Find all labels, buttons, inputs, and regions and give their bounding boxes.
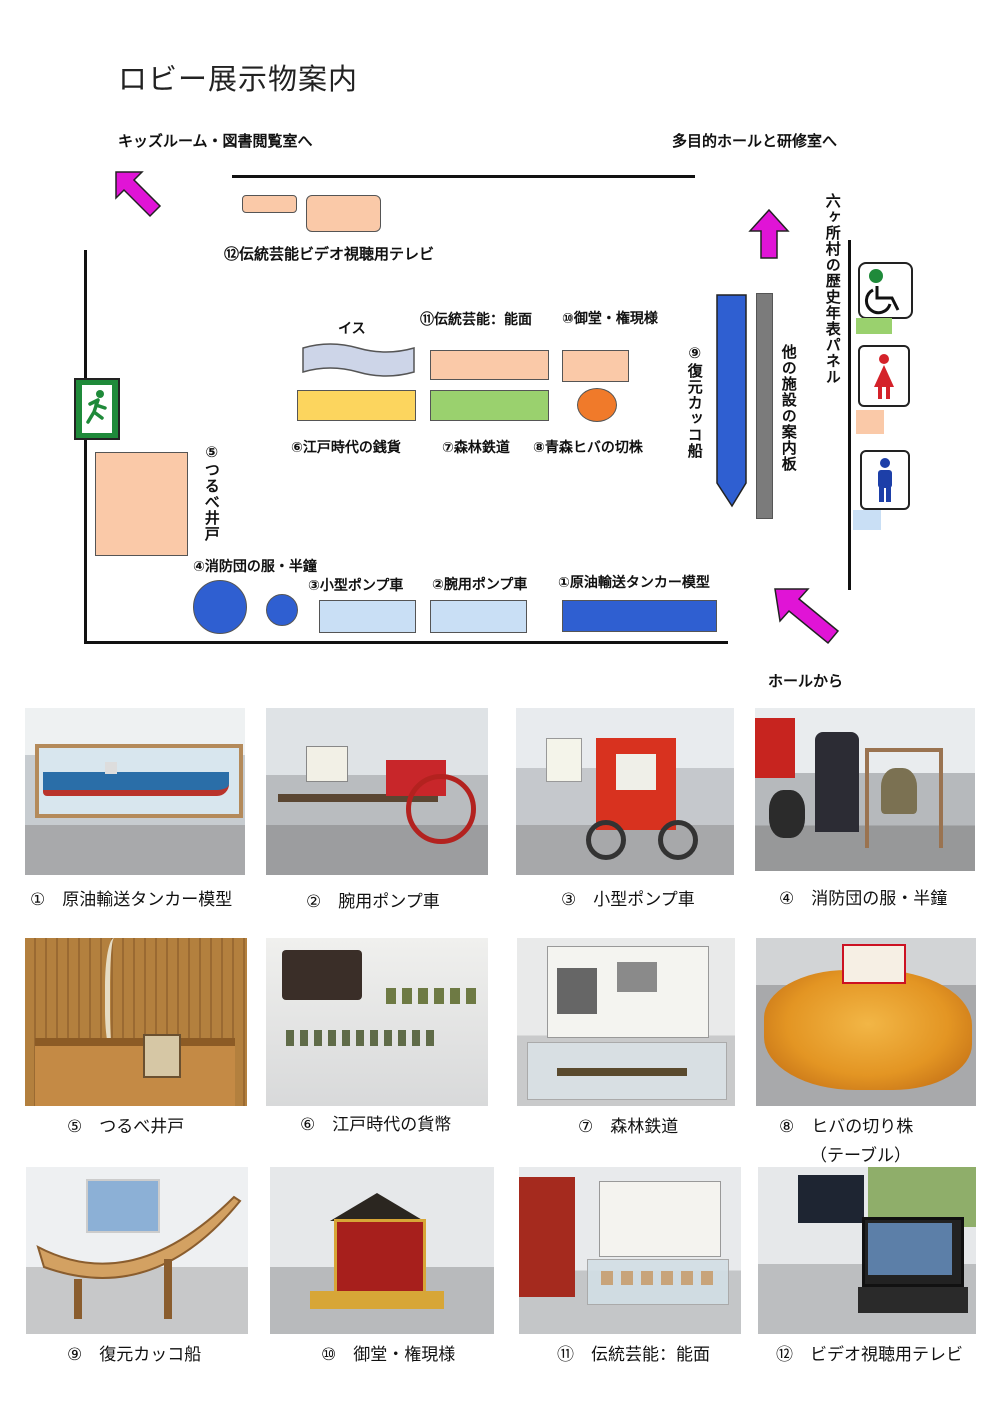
caption-11: ⑪ 伝統芸能：能面 [557,1345,710,1365]
caption-3: ③ 小型ポンプ車 [561,890,695,910]
item2-shape [430,600,527,633]
photo-noh-masks [519,1167,741,1334]
photo-kakko-boat [26,1167,248,1334]
label-item10: ⑩御堂・権現様 [562,311,658,327]
caption-10: ⑩ 御堂・権現様 [321,1345,456,1365]
caption-8-sub: （テーブル） [810,1146,911,1166]
label-item6: ⑥江戸時代の銭貨 [291,440,401,456]
caption-12: ⑫ ビデオ視聴用テレビ [776,1345,963,1365]
item11-shape [430,350,549,380]
label-item1: ①原油輸送タンカー模型 [558,575,710,591]
female-toilet-icon [858,345,910,407]
label-item4: ④消防団の服・半鐘 [193,559,317,575]
caption-2: ② 腕用ポンプ車 [306,892,440,912]
label-other-facilities: 他の施設の案内板 [779,344,798,472]
label-item7: ⑦森林鉄道 [442,440,510,456]
item4-bell-shape [266,594,298,626]
wall-right [848,240,851,590]
arrow-up-left-icon [115,171,162,218]
tv-small-shape [242,195,297,213]
photo-edo-coins [266,938,488,1106]
item1-shape [562,600,717,632]
photo-uniform-bell [755,708,975,871]
caption-1: ① 原油輸送タンカー模型 [30,890,233,910]
item4-uniform-shape [193,580,247,634]
arrow-in-icon [774,588,840,645]
photo-well [25,938,247,1106]
label-item12: ⑫伝統芸能ビデオ視聴用テレビ [224,245,435,263]
direction-kids-room: キッズルーム・図書閲覧室へ [118,132,313,150]
wheelchair-icon [858,262,913,319]
photo-hiba-stump [756,938,976,1106]
item9-boat-shape [716,294,747,508]
page-title: ロビー展示物案内 [118,62,359,96]
caption-9: ⑨ 復元カッコ船 [67,1345,202,1365]
wall-top [232,175,695,178]
direction-hall-room: 多目的ホールと研修室へ [672,132,838,150]
label-item3: ③小型ポンプ車 [308,578,404,594]
label-item5: ⑤つるべ井戸 [202,443,221,542]
photo-tanker-model [25,708,245,875]
item8-shape [577,388,617,422]
caption-6: ⑥ 江戸時代の貨幣 [300,1115,452,1135]
item5-shape [95,452,188,556]
label-history-panel: 六ヶ所村の歴史年表パネル [823,193,842,385]
caption-4: ④ 消防団の服・半鐘 [779,889,948,909]
caption-5: ⑤ つるべ井戸 [67,1117,185,1137]
chair-shape [302,343,415,377]
item3-shape [319,600,416,633]
photo-small-pump [516,708,734,875]
male-area-shape [853,510,881,530]
male-toilet-icon [860,450,910,510]
photo-shrine [270,1167,494,1334]
item7-shape [430,390,549,421]
exit-icon [74,378,120,440]
item6-shape [297,390,416,421]
info-board-shape [756,293,773,519]
caption-8: ⑧ ヒバの切り株 [779,1117,914,1137]
accessible-area-shape [856,318,892,334]
label-item8: ⑧青森ヒバの切株 [533,440,643,456]
photo-hand-pump [266,708,488,875]
label-chair: イス [338,321,366,337]
item10-shape [562,350,629,382]
female-area-shape [856,410,884,434]
photo-video-tv [758,1167,976,1334]
photo-forest-railway [517,938,735,1106]
label-item11: ⑪伝統芸能：能面 [420,312,532,328]
wall-left [84,250,87,644]
wall-bottom [84,641,728,644]
caption-7: ⑦ 森林鉄道 [578,1117,679,1137]
direction-from-hall: ホールから [768,672,844,690]
label-item9: ⑨復元カッコ船 [685,344,704,459]
tv-large-shape [306,195,381,232]
label-item2: ②腕用ポンプ車 [432,577,528,593]
arrow-up-icon [748,208,790,259]
